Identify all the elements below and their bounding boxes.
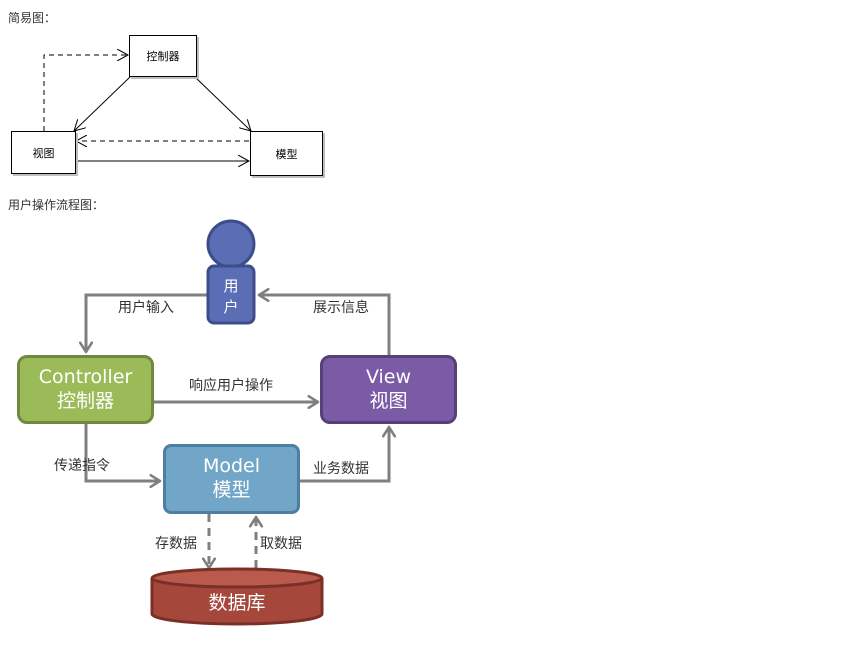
simple-model-box: 模型 [250,131,323,176]
arrow-controller-to-model [194,76,251,131]
arrow-show-info [259,295,391,355]
flow-diagram-caption: 用户操作流程图： [8,198,105,212]
user-body [206,264,256,325]
controller-node: Controller 控制器 [17,355,154,424]
edge-label-fetch-data: 取数据 [260,536,302,552]
arrow-pass-command [84,424,160,481]
model-en-label: Model [202,455,261,478]
user-figure: 用 户 [206,219,256,325]
user-label-2: 户 [223,298,238,316]
simple-diagram-caption: 简易图： [8,11,57,25]
database-label: 数据库 [208,592,265,614]
view-zh-label: 视图 [369,389,408,412]
edge-label-store-data: 存数据 [155,536,197,552]
arrow-user-input [86,293,208,352]
model-zh-label: 模型 [212,479,251,501]
simple-view-box: 视图 [11,131,76,174]
flow-arrows [86,295,389,568]
user-label-1: 用 [223,277,238,295]
edge-label-pass-command: 传递指令 [54,458,110,474]
arrow-view-to-controller-dashed [43,55,128,131]
user-head [206,219,256,269]
model-node: Model 模型 [163,444,300,514]
edge-label-respond-user-action: 响应用户操作 [189,378,273,394]
controller-zh-label: 控制器 [56,389,114,412]
database-node: 数据库 [150,567,324,626]
simple-arrows [43,55,251,161]
view-node: View 视图 [320,355,457,424]
view-en-label: View [365,365,412,388]
edge-label-business-data: 业务数据 [313,461,369,477]
controller-en-label: Controller [38,365,133,388]
arrow-controller-to-view [74,76,131,131]
edge-label-show-info: 展示信息 [313,300,369,316]
simple-controller-box: 控制器 [129,35,197,77]
edge-label-user-input: 用户输入 [118,300,174,316]
arrow-business-data [300,427,389,483]
